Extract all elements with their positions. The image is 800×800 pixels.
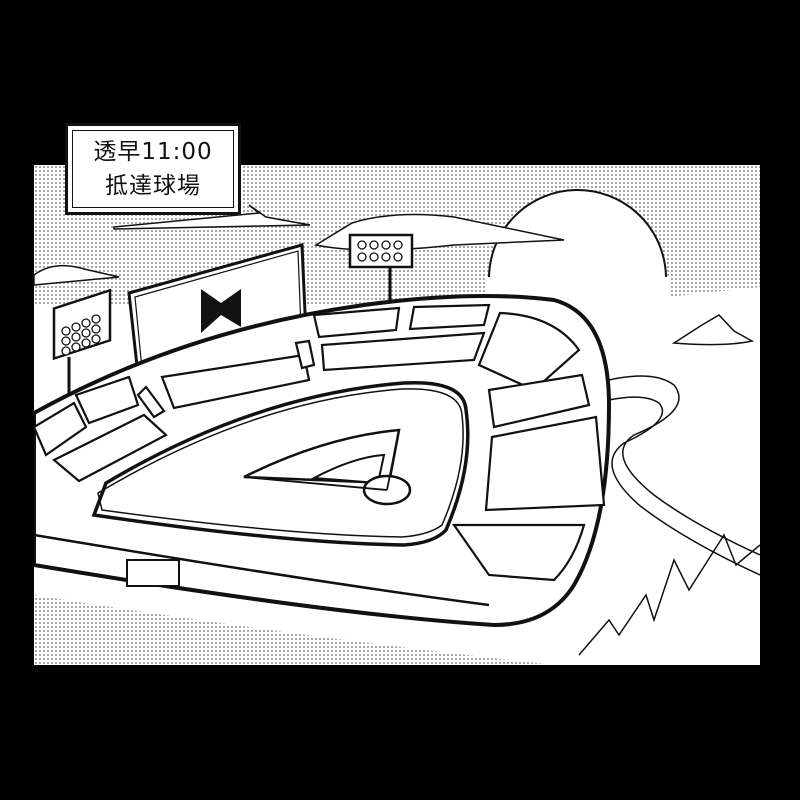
light-tower-right bbox=[348, 233, 414, 300]
foliage-line bbox=[578, 533, 760, 656]
bowtie-logo-icon bbox=[201, 289, 241, 333]
caption-inner-border: 透早11:00 抵達球場 bbox=[72, 130, 234, 208]
foreground-tone bbox=[34, 595, 554, 665]
caption-time-text: 透早11:00 bbox=[93, 139, 213, 165]
narration-caption-box: 透早11:00 抵達球場 bbox=[65, 123, 241, 215]
caption-location-text: 抵達球場 bbox=[105, 173, 201, 199]
light-tower-left bbox=[52, 288, 112, 393]
manga-panel bbox=[34, 165, 760, 665]
cloud bbox=[34, 264, 120, 286]
cloud bbox=[113, 204, 311, 230]
infield bbox=[310, 453, 386, 485]
river-line bbox=[608, 375, 760, 556]
stadium bbox=[34, 294, 612, 628]
stadium-illustration bbox=[34, 165, 760, 665]
mountain-peak bbox=[671, 314, 755, 346]
gate bbox=[126, 559, 180, 587]
river-line bbox=[608, 396, 760, 576]
